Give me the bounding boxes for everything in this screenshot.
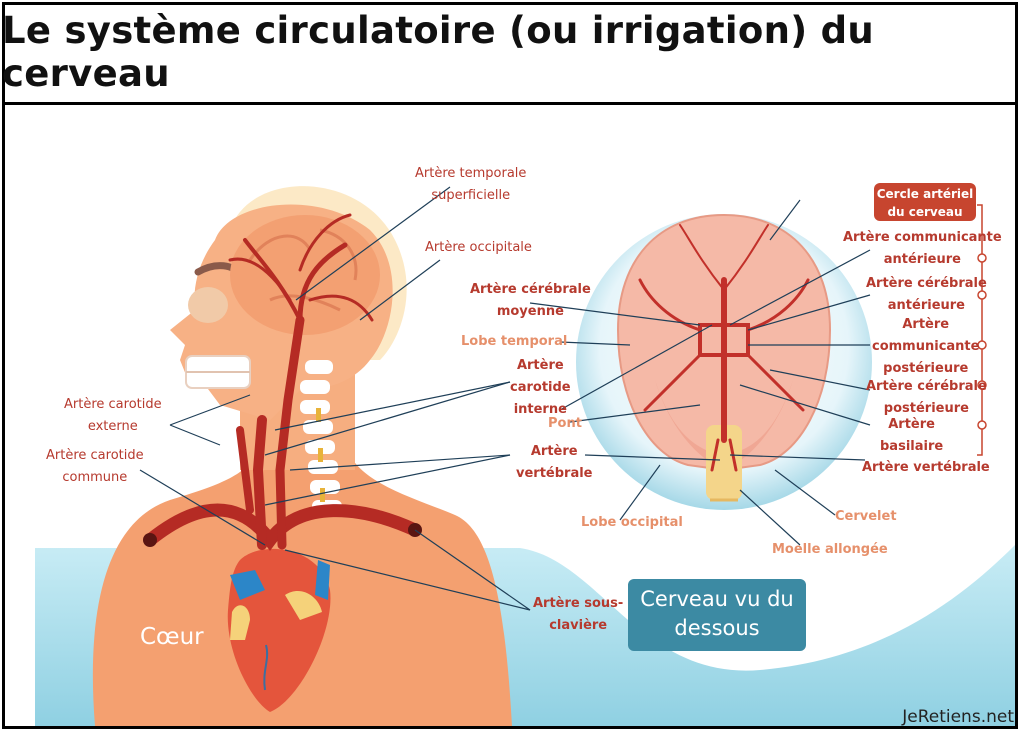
label-occipitale: Artère occipitale [425, 240, 532, 255]
eye-socket [188, 287, 228, 323]
leader-lines [139, 186, 871, 611]
label-pont: Pont [548, 416, 582, 431]
label-basilaire: Artère basilaire [880, 417, 944, 454]
head-arteries [143, 213, 422, 551]
brain-bottom-view [616, 213, 832, 502]
label-vertebrale-left: Artère vertébrale [516, 444, 593, 481]
label-communicante-anterieure: Artère communicante antérieure [843, 230, 1002, 267]
label-vertebrale-right: Artère vertébrale [862, 460, 990, 475]
label-moelle-allongee: Moelle allongée [772, 542, 888, 557]
label-carotide-externe: Artère carotide externe [64, 397, 162, 434]
label-cerebrale-anterieure: Artère cérébrale antérieure [866, 276, 987, 313]
label-sous-claviere: Artère sous- clavière [533, 596, 624, 633]
label-temporale-superficielle: Artère temporale superficielle [415, 166, 527, 203]
label-carotide-commune: Artère carotide commune [46, 448, 144, 485]
label-cerebrale-moyenne: Artère cérébrale moyenne [470, 282, 591, 319]
cercle-arteriel-header: Cercle artériel du cerveau [874, 183, 976, 221]
label-carotide-interne: Artère carotide interne [510, 358, 571, 417]
page-title: Le système circulatoire (ou irrigation) … [2, 9, 875, 95]
label-lobe-occipital: Lobe occipital [581, 515, 683, 530]
brand-watermark: JeRetiens.net [902, 707, 1014, 727]
label-cervelet: Cervelet [835, 509, 897, 524]
label-coeur: Cœur [140, 624, 204, 650]
circle-group-bracket [977, 204, 987, 456]
label-lobe-temporal: Lobe temporal [461, 334, 568, 349]
label-communicante-posterieure: Artère communicante postérieure [872, 317, 980, 376]
view-caption: Cerveau vu du dessous [628, 579, 806, 651]
title-bar: Le système circulatoire (ou irrigation) … [2, 2, 1018, 105]
head-brain [230, 215, 380, 335]
label-cerebrale-posterieure: Artère cérébrale postérieure [866, 379, 987, 416]
